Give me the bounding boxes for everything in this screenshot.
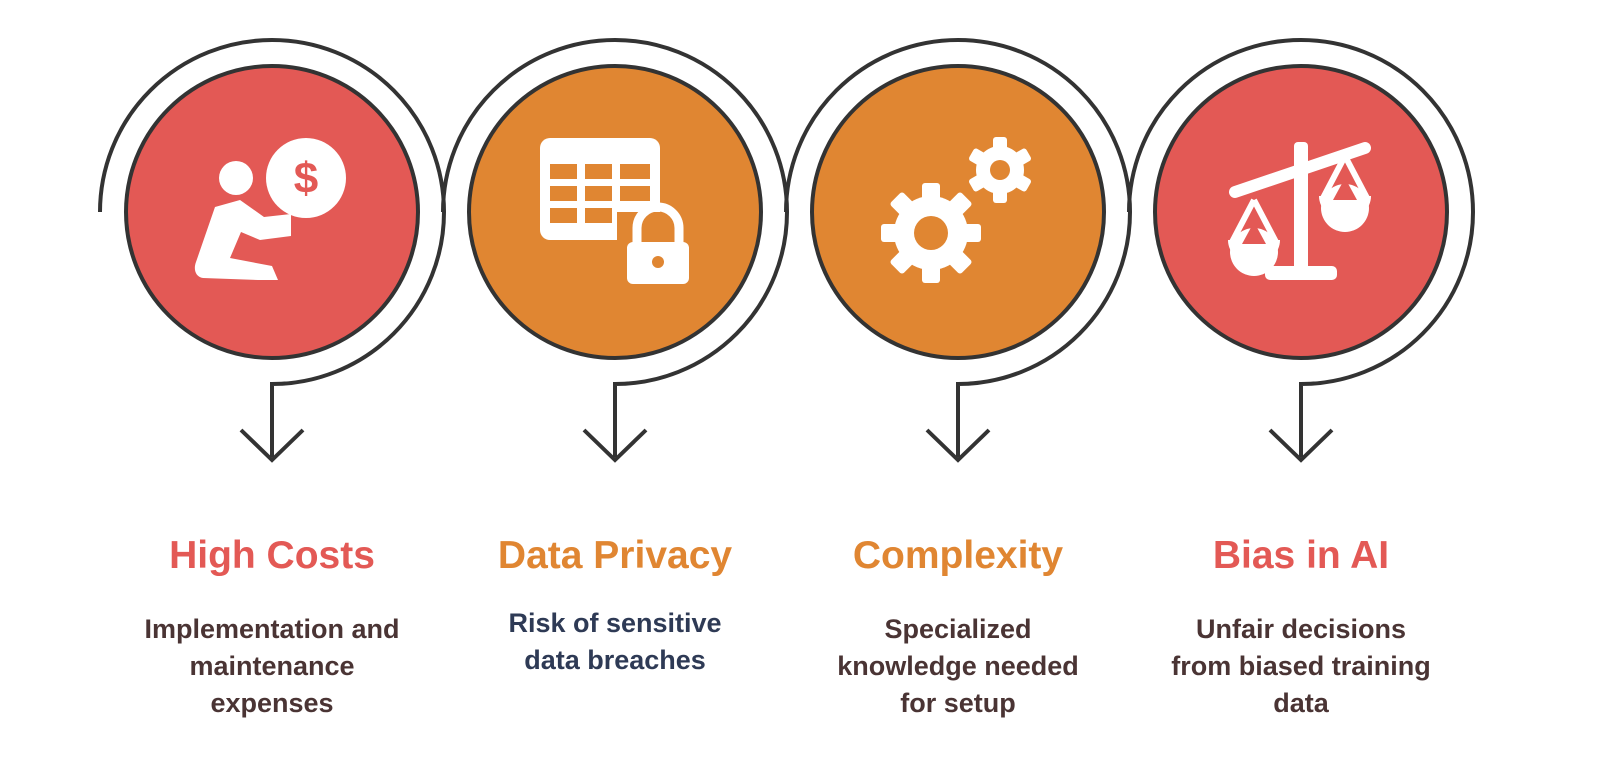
step-description-line: knowledge needed — [837, 651, 1079, 681]
step-bias-in-ai — [1127, 38, 1475, 463]
gears-icon — [881, 137, 1031, 283]
locked-table-icon — [540, 138, 705, 294]
label-data-privacy: Data Privacy Risk of sensitive data brea… — [455, 536, 775, 679]
step-title: High Costs — [169, 534, 375, 577]
arc-connector-data-privacy — [441, 38, 789, 457]
step-complexity — [784, 38, 1132, 463]
arc-connector-bias-in-ai — [1127, 38, 1475, 457]
step-title: Data Privacy — [497, 534, 733, 577]
process-diagram: $ — [98, 38, 1475, 463]
step-description-line: from biased training — [1171, 651, 1431, 681]
step-description-line: data — [1273, 688, 1329, 718]
step-description-line: data breaches — [524, 645, 706, 675]
step-high-costs: $ — [98, 38, 446, 463]
person-with-money-icon: $ — [194, 138, 346, 280]
step-description-line: maintenance — [189, 651, 355, 681]
label-high-costs: High Costs Implementation and maintenanc… — [112, 536, 432, 722]
step-description-line: Unfair decisions — [1195, 614, 1407, 644]
arc-connector-high-costs — [98, 38, 446, 457]
label-complexity: Complexity Specialized knowledge needed … — [798, 536, 1118, 722]
circle-high-costs — [124, 64, 420, 360]
arrow-head-bias-in-ai — [1268, 428, 1334, 463]
arrow-head-complexity — [925, 428, 991, 463]
step-description-line: Risk of sensitive — [508, 608, 722, 638]
step-description-line: Implementation and — [144, 614, 400, 644]
step-description-line: for setup — [900, 688, 1016, 718]
step-title: Complexity — [852, 534, 1064, 577]
step-title: Bias in AI — [1212, 534, 1390, 577]
arrow-head-high-costs — [239, 428, 305, 463]
step-data-privacy — [441, 38, 789, 463]
arrow-head-data-privacy — [582, 428, 648, 463]
arc-connector-complexity — [784, 38, 1132, 457]
balance-scale-icon — [1228, 142, 1371, 280]
label-bias-in-ai: Bias in AI Unfair decisions from biased … — [1141, 536, 1461, 722]
svg-text:$: $ — [294, 154, 318, 203]
step-description-line: expenses — [210, 688, 334, 718]
step-description-line: Specialized — [884, 614, 1032, 644]
